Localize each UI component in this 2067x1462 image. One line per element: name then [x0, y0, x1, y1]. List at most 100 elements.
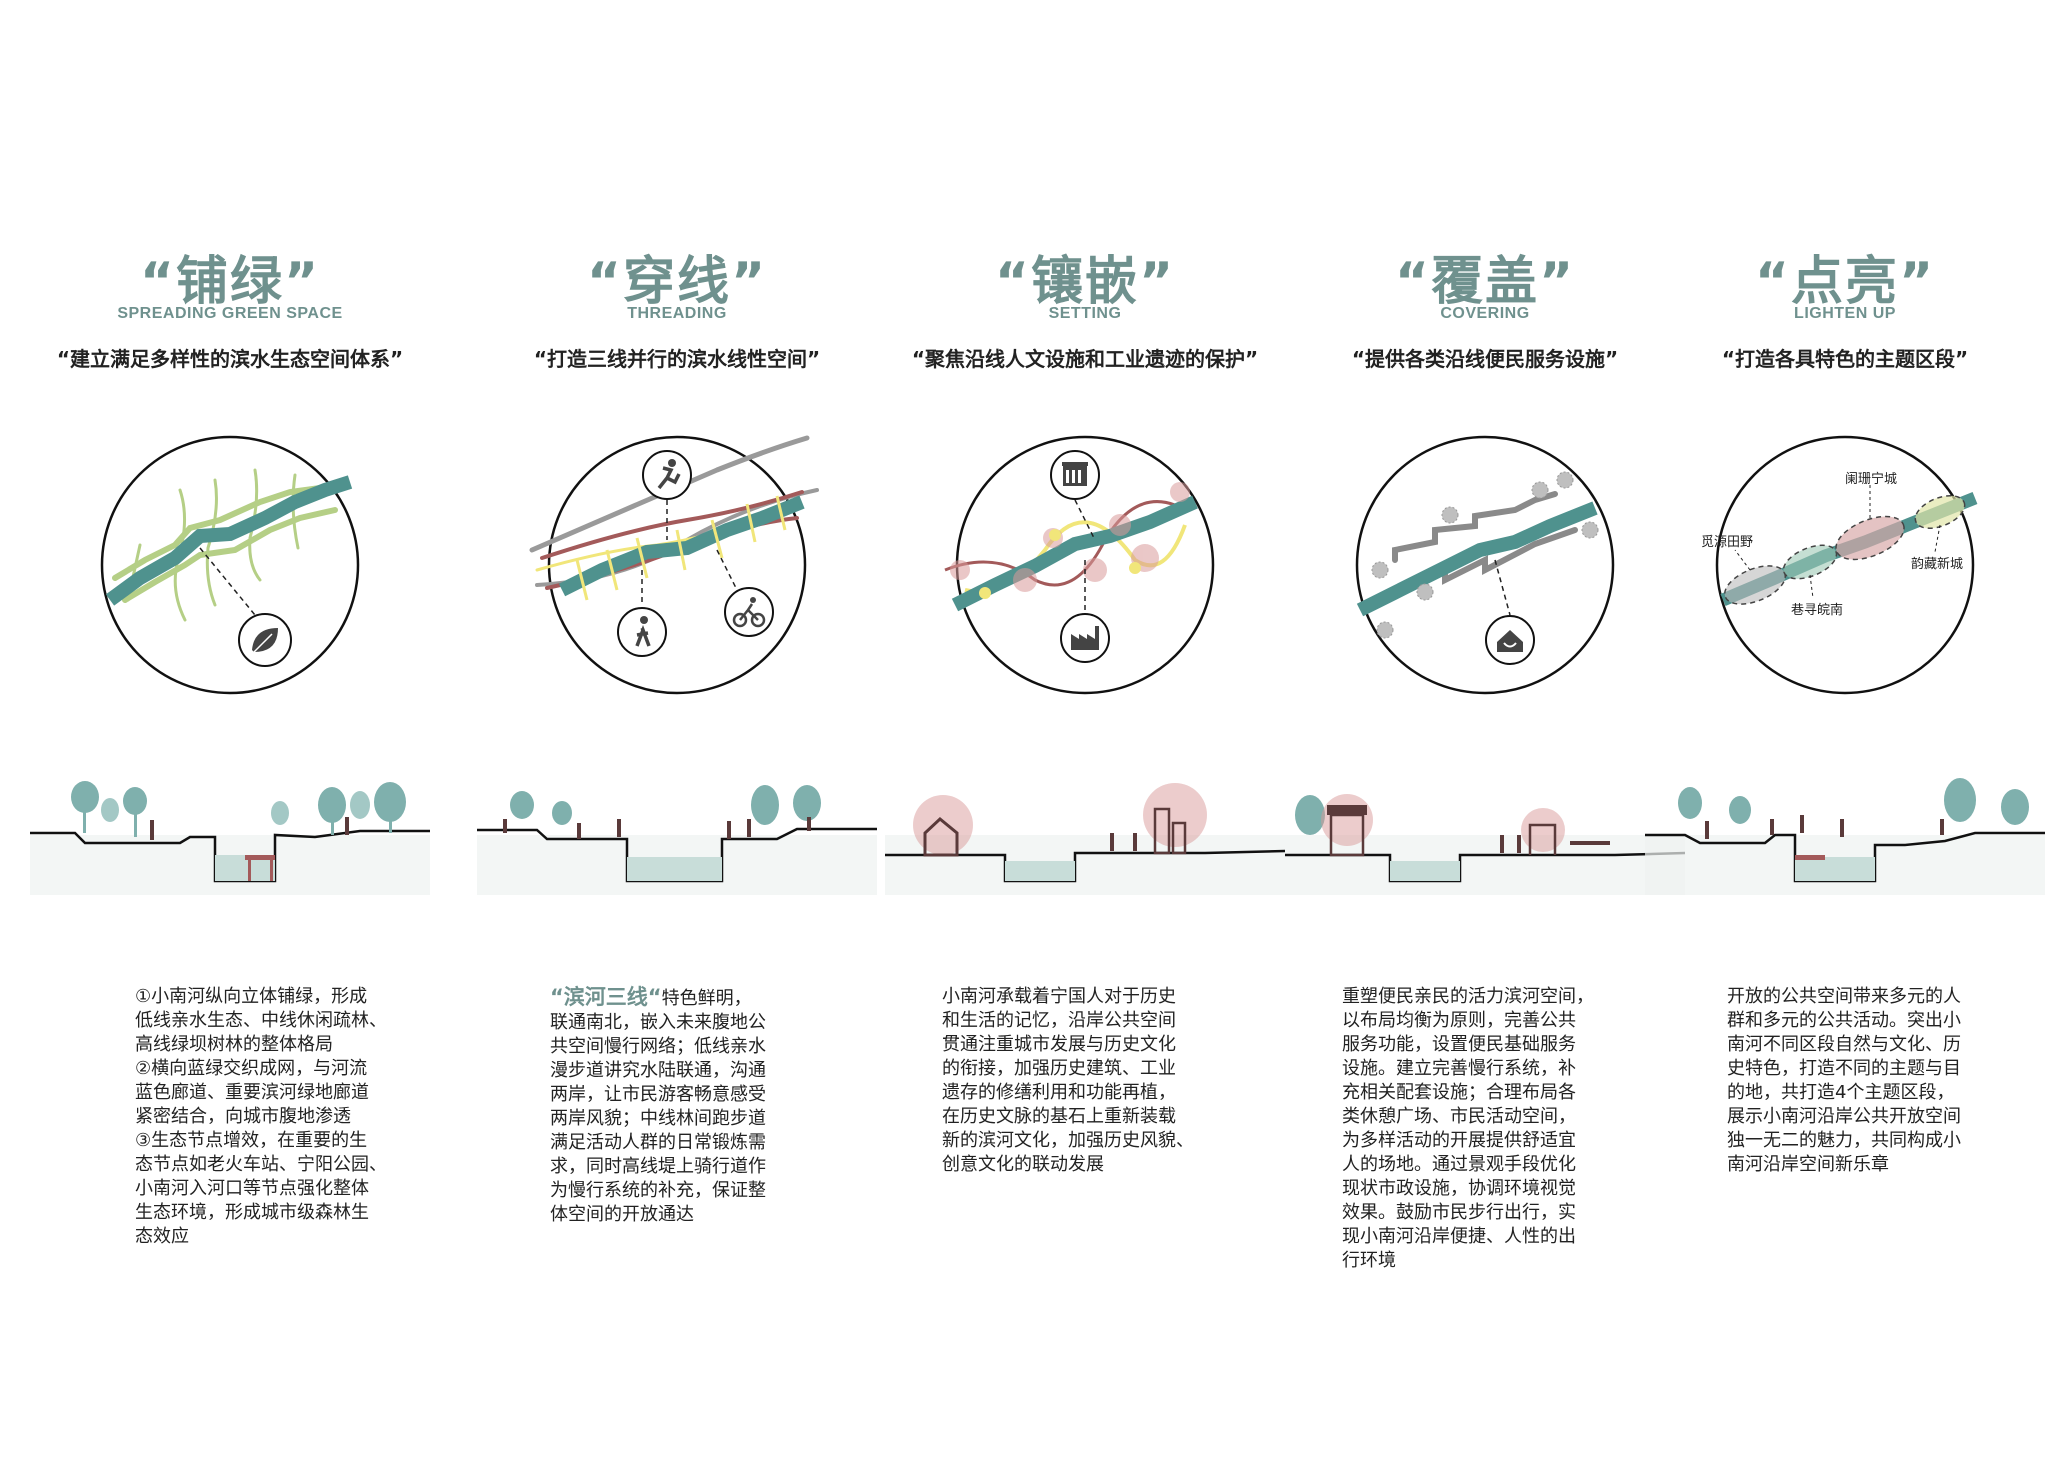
text-line: 效果。鼓励市民步行出行，实	[1342, 1202, 1576, 1223]
column-title: “覆盖”	[1394, 252, 1576, 312]
text-line: 充相关配套设施；合理布局各	[1342, 1082, 1576, 1103]
zone-label: 巷寻皖南	[1791, 602, 1843, 618]
text-line: ①小南河纵向立体铺绿，形成	[135, 986, 368, 1007]
column-description: 小南河承载着宁国人对于历史 和生活的记忆，沿岸公共空间 贯通注重城市发展与历史文…	[942, 985, 1342, 1177]
column-subtitle-en: LIGHTEN UP	[1794, 305, 1896, 322]
column-title: “镶嵌”	[994, 252, 1176, 312]
text-line: 体空间的开放通达	[550, 1204, 694, 1225]
text-line: 两岸风貌；中线林间跑步道	[550, 1108, 766, 1129]
text-line: 求，同时高线堤上骑行道作	[550, 1156, 766, 1177]
text-line: ③生态节点增效，在重要的生	[135, 1130, 368, 1151]
running-icon	[642, 450, 692, 500]
column-subtitle-en: SETTING	[1048, 305, 1122, 322]
text-line: 满足活动人群的日常锻炼需	[550, 1132, 766, 1153]
zone-label: 韵藏新城	[1911, 556, 1963, 572]
river-section	[1645, 778, 2045, 895]
text-line: 生态环境，形成城市级森林生	[135, 1202, 369, 1223]
column-subtitle-en: COVERING	[1440, 305, 1530, 322]
text-line: 和生活的记忆，沿岸公共空间	[942, 1010, 1176, 1031]
text-line: 为多样活动的开展提供舒适宜	[1342, 1130, 1576, 1151]
river	[105, 475, 353, 606]
text-line: 紧密结合，向城市腹地渗透	[135, 1106, 351, 1127]
text-line: 人的场地。通过景观手段优化	[1342, 1154, 1576, 1175]
text-line: 史特色，打造不同的主题与目	[1727, 1058, 1961, 1079]
text-line: 在历史文脉的基石上重新装载	[942, 1106, 1176, 1127]
text-line: 现状市政设施，协调环境视觉	[1342, 1178, 1576, 1199]
text-line: 以布局均衡为原则，完善公共	[1342, 1010, 1576, 1031]
column-covering: “覆盖” COVERING “提供各类沿线便民服务设施”	[1285, 0, 1685, 1462]
text-line: 服务功能，设置便民基础服务	[1342, 1034, 1576, 1055]
column-slogan: “提供各类沿线便民服务设施”	[1351, 347, 1619, 371]
text-line: 的衔接，加强历史建筑、工业	[942, 1058, 1176, 1079]
column-setting: “镶嵌” SETTING “聚焦沿线人文设施和工业遗迹的保护”	[885, 0, 1285, 1462]
text-line: 设施。建立完善慢行系统，补	[1342, 1058, 1576, 1079]
column-title: “点亮”	[1754, 252, 1936, 312]
circle-diagram	[1355, 435, 1615, 695]
text-line: “滨河三线“特色鲜明，	[550, 985, 950, 1011]
text-line: 南河不同区段自然与文化、历	[1727, 1034, 1961, 1055]
river-section	[1285, 794, 1685, 895]
river	[558, 495, 805, 597]
column-slogan: “聚焦沿线人文设施和工业遗迹的保护”	[911, 347, 1259, 371]
river-section	[30, 781, 430, 895]
column-description: ①小南河纵向立体铺绿，形成 低线亲水生态、中线休闲疏林、 高线绿坝树林的整体格局…	[135, 985, 535, 1249]
column-slogan: “打造各具特色的主题区段”	[1721, 347, 1969, 371]
text-line: 漫步道讲究水陆联通，沟通	[550, 1060, 766, 1081]
text-line: 为慢行系统的补充，保证整	[550, 1180, 766, 1201]
column-spreading-green: “铺绿” SPREADING GREEN SPACE “建立满足多样性的滨水生态…	[30, 0, 430, 1462]
column-description: 开放的公共空间带来多元的人 群和多元的公共活动。突出小 南河不同区段自然与文化、…	[1727, 985, 2067, 1177]
leaf-icon	[238, 613, 292, 667]
text-line: 类休憩广场、市民活动空间，	[1342, 1106, 1576, 1127]
text-line: 重塑便民亲民的活力滨河空间，	[1342, 986, 1594, 1007]
circle-diagram	[529, 435, 819, 695]
text-line: 现小南河沿岸便捷、人性的出	[1342, 1226, 1576, 1247]
text-line: 态节点如老火车站、宁阳公园、	[135, 1154, 387, 1175]
circle-diagram	[944, 435, 1215, 695]
text-line: 小南河承载着宁国人对于历史	[942, 986, 1176, 1007]
text-line: 展示小南河沿岸公共开放空间	[1727, 1106, 1961, 1127]
column-subtitle-en: THREADING	[627, 305, 727, 322]
text-line: 群和多元的公共活动。突出小	[1727, 1010, 1961, 1031]
text-line: 两岸，让市民游客畅意感受	[550, 1084, 766, 1105]
circle-diagram: 阑珊宁城 觅源田野 巷寻皖南 韵藏新城	[1701, 435, 1978, 695]
column-description: “滨河三线“特色鲜明， 联通南北，嵌入未来腹地公 共空间慢行网络；低线亲水 漫步…	[550, 985, 950, 1227]
column-title: “铺绿”	[139, 252, 321, 312]
river	[1356, 501, 1598, 617]
text-fragment: 特色鲜明，	[661, 988, 752, 1009]
text-line: 遗存的修缮利用和功能再植，	[942, 1082, 1176, 1103]
walking-icon	[617, 607, 667, 657]
text-line: 独一无二的魅力，共同构成小	[1727, 1130, 1961, 1151]
highlight-term: “滨河三线“	[550, 985, 662, 1009]
circle-diagram	[100, 435, 360, 695]
column-title: “穿线”	[586, 252, 768, 312]
zone-label: 阑珊宁城	[1845, 471, 1897, 487]
text-line: 态效应	[135, 1226, 189, 1247]
river-section	[885, 783, 1285, 895]
column-subtitle-en: SPREADING GREEN SPACE	[117, 305, 343, 322]
text-line: 低线亲水生态、中线休闲疏林、	[135, 1010, 387, 1031]
column-slogan: “建立满足多样性的滨水生态空间体系”	[56, 347, 404, 371]
column-lighten-up: “点亮” LIGHTEN UP “打造各具特色的主题区段” 阑珊宁城 觅源田野 …	[1645, 0, 2045, 1462]
text-line: 共空间慢行网络；低线亲水	[550, 1036, 766, 1057]
river	[951, 495, 1198, 612]
text-line: 贯通注重城市发展与历史文化	[942, 1034, 1176, 1055]
column-description: 重塑便民亲民的活力滨河空间， 以布局均衡为原则，完善公共 服务功能，设置便民基础…	[1342, 985, 1742, 1273]
river-section	[477, 785, 877, 895]
text-line: 蓝色廊道、重要滨河绿地廊道	[135, 1082, 369, 1103]
text-line: 小南河入河口等节点强化整体	[135, 1178, 369, 1199]
home-icon	[1485, 615, 1535, 665]
text-line: 新的滨河文化，加强历史风貌、	[942, 1130, 1194, 1151]
building-icon	[1050, 450, 1100, 500]
zone-label: 觅源田野	[1701, 535, 1753, 550]
text-line: 高线绿坝树林的整体格局	[135, 1034, 333, 1055]
text-line: 创意文化的联动发展	[942, 1154, 1104, 1175]
cycling-icon	[724, 587, 774, 637]
factory-icon	[1060, 613, 1110, 663]
text-line: 的地，共打造4个主题区段，	[1727, 1082, 1955, 1103]
text-line: ②横向蓝绿交织成网，与河流	[135, 1058, 368, 1079]
text-line: 开放的公共空间带来多元的人	[1727, 986, 1961, 1007]
column-threading: “穿线” THREADING “打造三线并行的滨水线性空间”	[477, 0, 877, 1462]
text-line: 南河沿岸空间新乐章	[1727, 1154, 1889, 1175]
text-line: 联通南北，嵌入未来腹地公	[550, 1012, 766, 1033]
text-line: 行环境	[1342, 1250, 1396, 1271]
